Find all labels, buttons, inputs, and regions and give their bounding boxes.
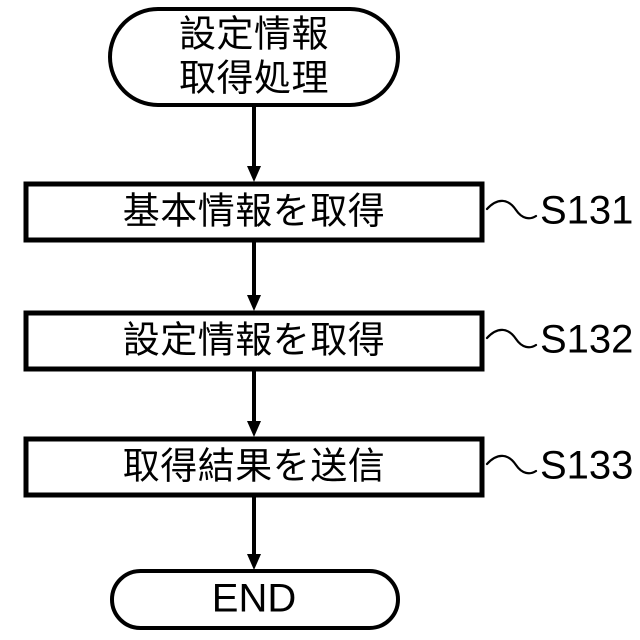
node-step1[interactable]: 基本情報を取得 (23, 181, 485, 243)
tilde-leader-icon (485, 454, 538, 475)
node-start[interactable]: 設定情報 取得処理 (108, 7, 400, 107)
end-node-shape (110, 569, 400, 630)
down-arrow-icon (247, 166, 261, 182)
step1-node-shape (23, 181, 485, 243)
node-step3[interactable]: 取得結果を送信 (23, 436, 485, 498)
down-arrow-icon (247, 554, 261, 570)
step1-step-label: S131 (540, 189, 633, 233)
leader-step2: S132 (485, 318, 633, 362)
leader-step1: S131 (485, 189, 633, 233)
connector-step1-to-step2 (247, 240, 261, 311)
connector-step3-to-end (247, 495, 261, 570)
step1-node-label: 基本情報を取得 (123, 190, 386, 233)
end-node-label: END (212, 577, 296, 621)
connector-step2-to-step3 (247, 369, 261, 437)
connector-start-to-step1 (247, 105, 261, 182)
step2-node-label: 設定情報を取得 (123, 319, 386, 362)
step3-node-label: 取得結果を送信 (123, 445, 386, 488)
step3-node-shape (23, 436, 485, 498)
step3-step-label: S133 (540, 444, 633, 488)
down-arrow-icon (247, 421, 261, 437)
start-node-label-line2: 取得処理 (179, 57, 329, 100)
leader-step3: S133 (485, 444, 633, 488)
step2-step-label: S132 (540, 318, 633, 362)
node-end[interactable]: END (110, 569, 400, 630)
start-node-label-line1: 設定情報 (179, 13, 329, 56)
tilde-leader-icon (485, 328, 538, 349)
down-arrow-icon (247, 295, 261, 311)
tilde-leader-icon (485, 199, 538, 220)
node-step2[interactable]: 設定情報を取得 (23, 310, 485, 372)
